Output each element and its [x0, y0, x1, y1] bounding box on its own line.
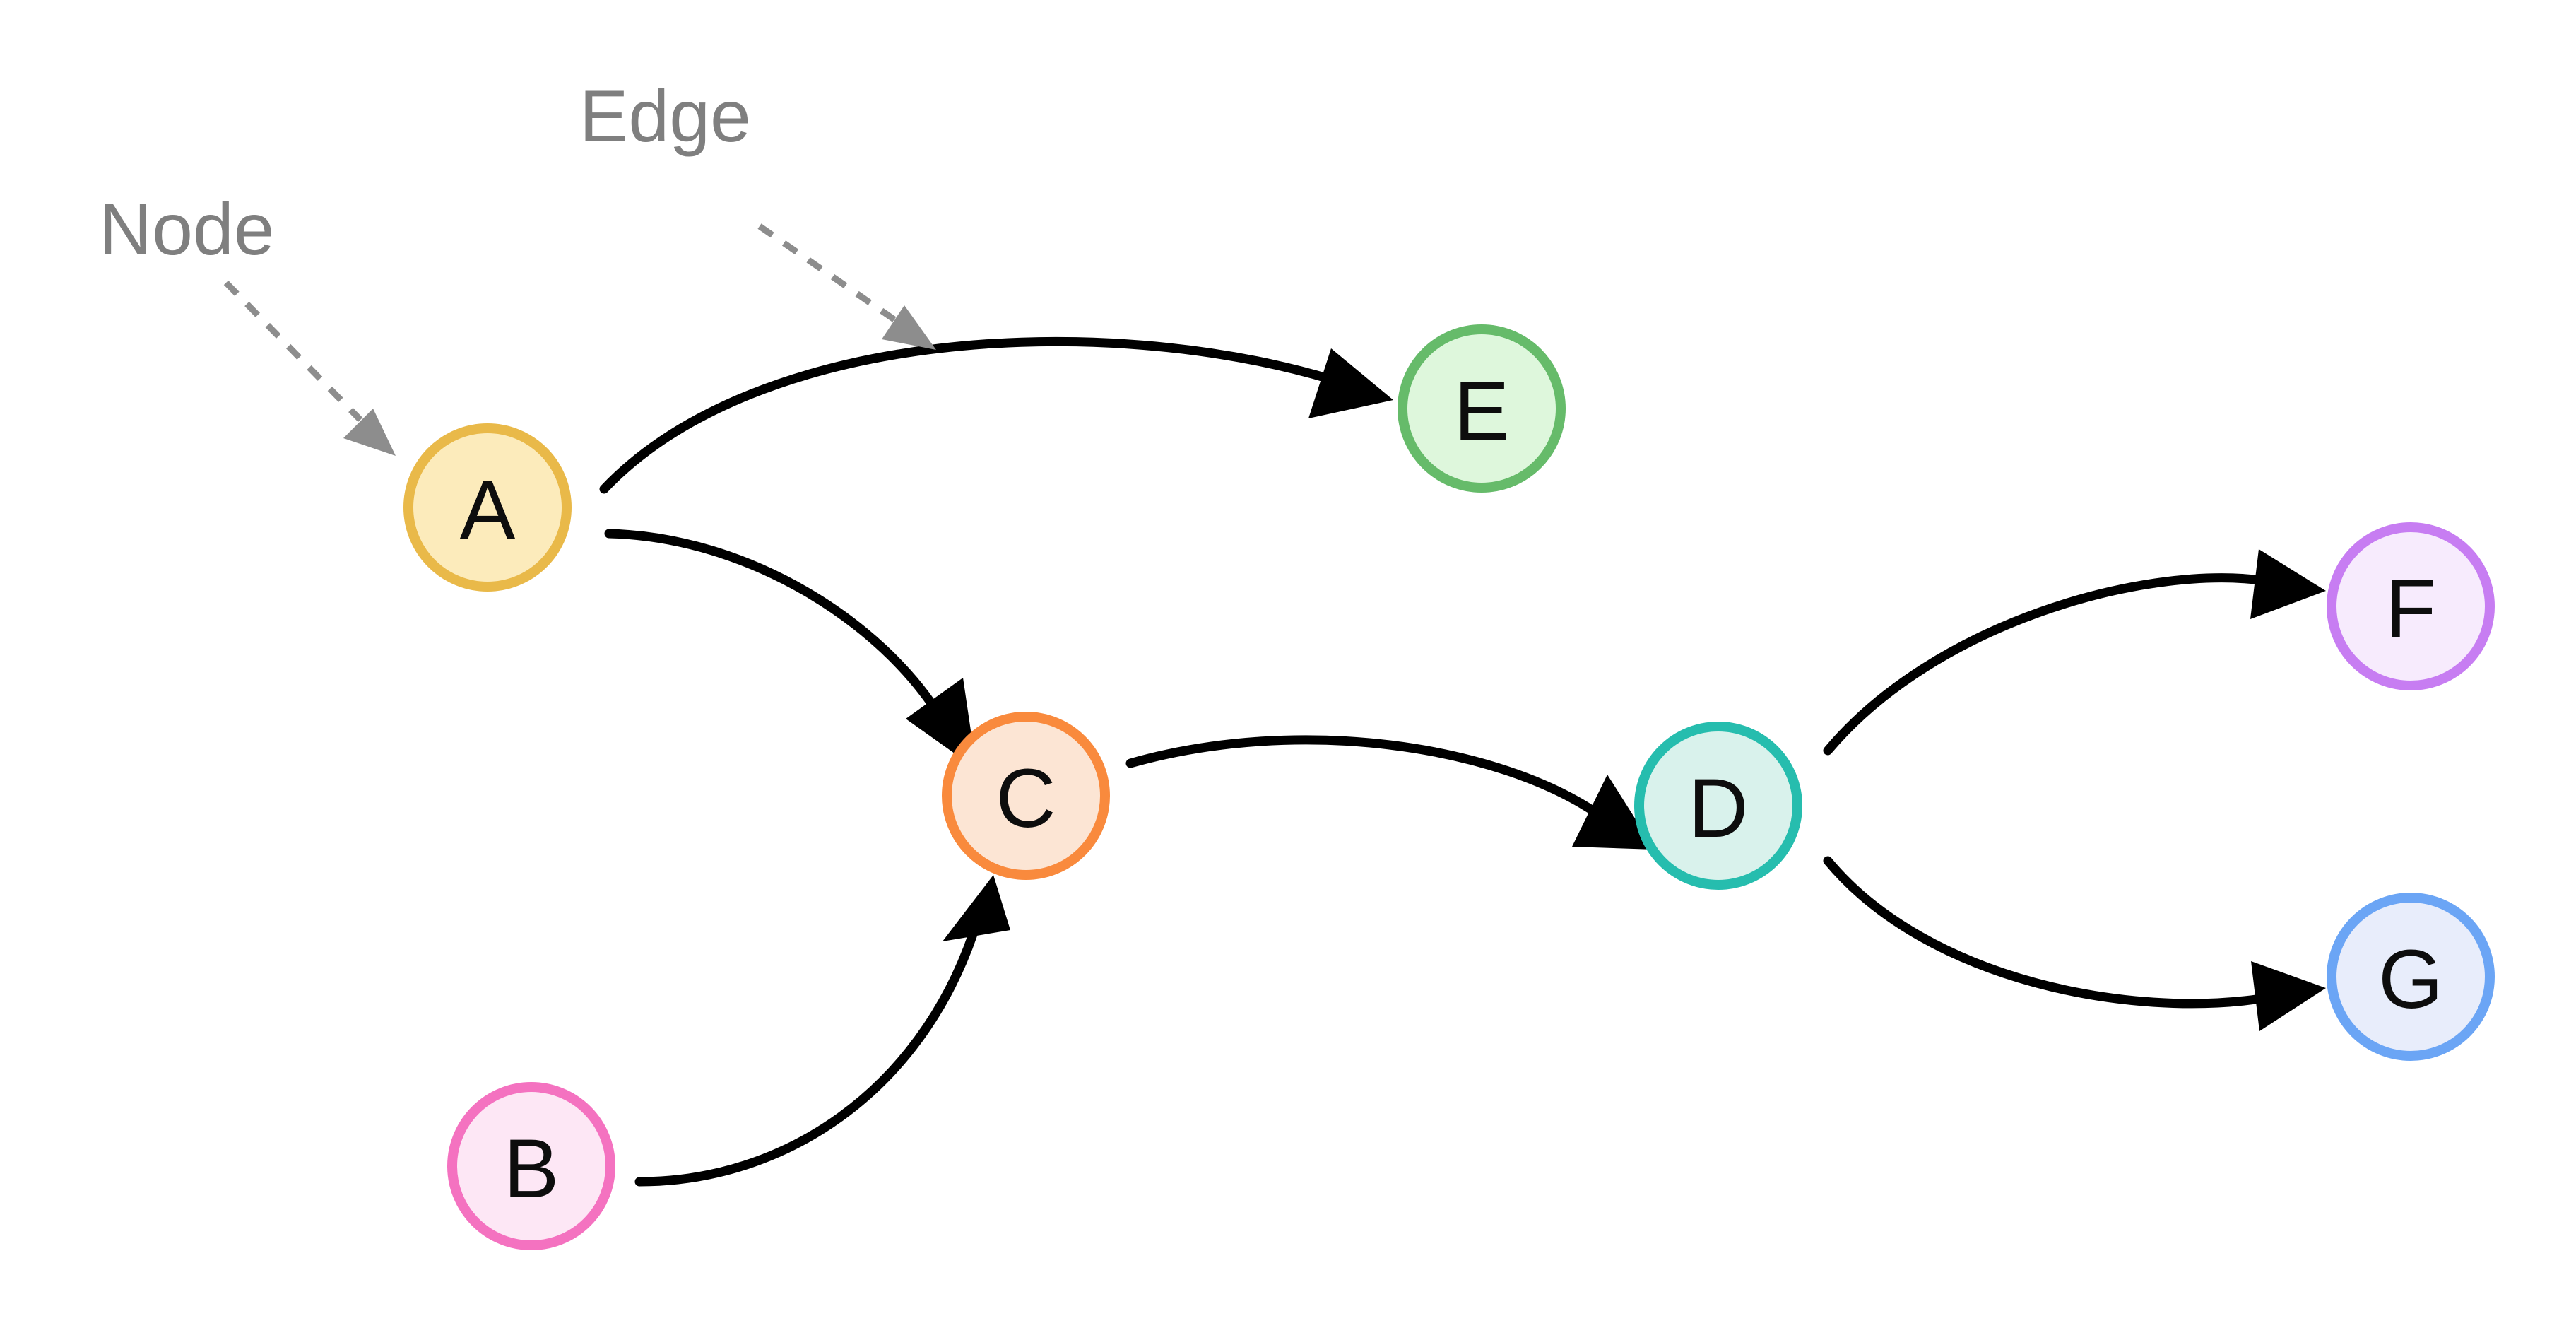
node-d[interactable]: D — [1634, 722, 1802, 890]
annotation-node-dashed-line — [223, 280, 363, 423]
edge-c-to-d[interactable] — [1125, 735, 1655, 850]
nodes-layer: A B C D E F — [403, 324, 2495, 1250]
edge-b-to-c[interactable] — [634, 875, 1010, 1187]
annotation-edge-arrowhead — [882, 305, 936, 350]
node-a-circle — [403, 423, 572, 592]
edge-c-to-d-arrowhead — [1572, 775, 1655, 850]
annotation-node-arrowhead — [343, 409, 396, 456]
edge-d-to-g-path — [1823, 856, 2266, 1009]
node-e[interactable]: E — [1398, 324, 1566, 493]
edge-d-to-f-arrowhead — [2250, 549, 2326, 619]
node-c-label: C — [995, 752, 1056, 845]
edge-a-to-e-arrowhead — [1308, 348, 1393, 418]
edge-a-to-c[interactable] — [604, 529, 976, 769]
node-b[interactable]: B — [447, 1082, 615, 1250]
node-d-label: D — [1688, 762, 1748, 855]
edge-b-to-c-arrowhead — [943, 875, 1010, 941]
annotation-node: Node — [99, 189, 396, 456]
edge-b-to-c-path — [634, 929, 978, 1187]
edge-c-to-d-path — [1125, 735, 1603, 819]
node-a[interactable]: A — [403, 423, 572, 592]
edge-d-to-g-arrowhead — [2251, 961, 2326, 1031]
node-g[interactable]: G — [2327, 893, 2495, 1061]
edge-a-to-e[interactable] — [599, 336, 1393, 494]
node-c[interactable]: C — [942, 712, 1110, 880]
node-b-circle — [447, 1082, 615, 1250]
edges-layer — [599, 336, 2326, 1187]
node-b-label: B — [504, 1122, 560, 1216]
annotation-edge-label: Edge — [579, 76, 751, 158]
edge-a-to-e-path — [599, 336, 1337, 494]
node-g-label: G — [2378, 933, 2443, 1026]
annotation-edge: Edge — [579, 76, 936, 350]
annotation-node-label: Node — [99, 189, 275, 271]
node-f-label: F — [2385, 563, 2436, 656]
node-d-circle — [1634, 722, 1802, 890]
edge-d-to-g[interactable] — [1823, 856, 2326, 1031]
node-e-circle — [1398, 324, 1566, 493]
node-g-circle — [2327, 893, 2495, 1061]
node-a-label: A — [460, 464, 516, 557]
edge-d-to-f[interactable] — [1823, 549, 2326, 756]
annotations-layer: Node Edge — [99, 76, 936, 456]
edge-d-to-f-path — [1823, 573, 2266, 756]
edge-a-to-c-path — [604, 529, 946, 723]
node-f[interactable]: F — [2327, 522, 2495, 690]
node-f-circle — [2327, 522, 2495, 690]
annotation-edge-dashed-line — [757, 223, 899, 324]
node-e-label: E — [1454, 365, 1510, 458]
node-c-circle — [942, 712, 1110, 880]
